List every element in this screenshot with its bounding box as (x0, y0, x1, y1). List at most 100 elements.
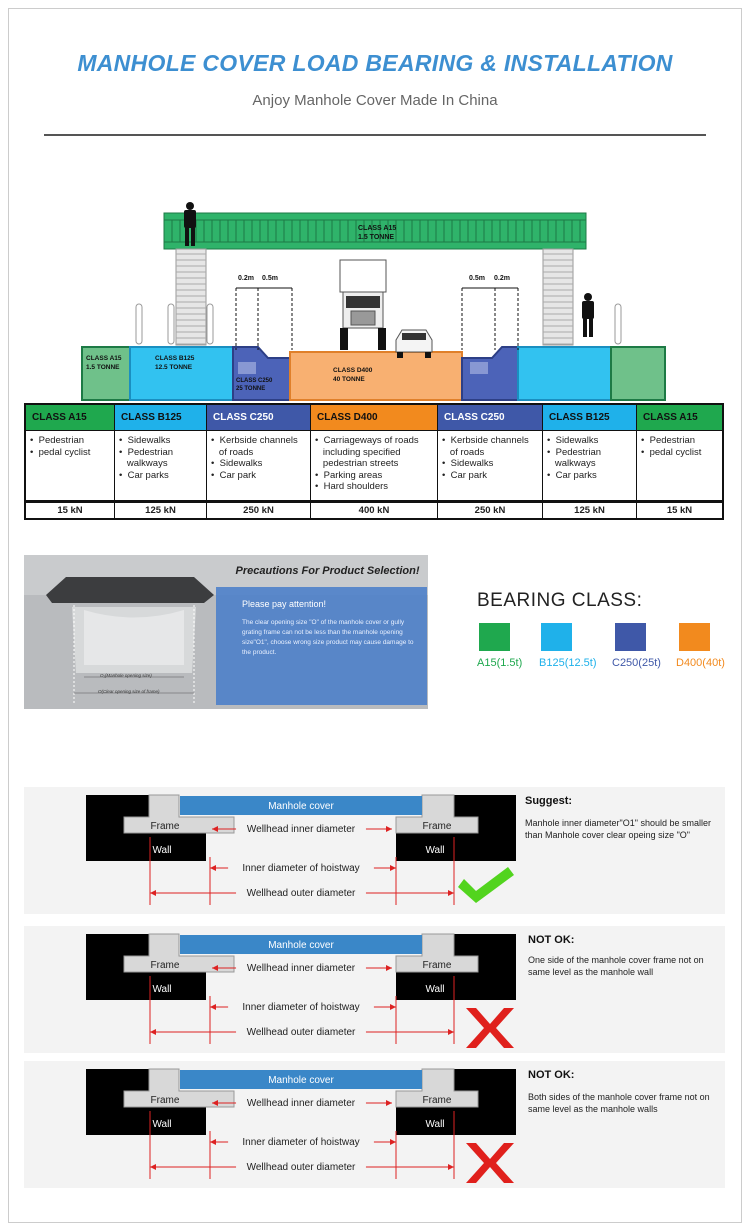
class-header-cell: CLASS A15 (26, 405, 115, 430)
frame-left (123, 933, 235, 973)
page-subtitle: Anjoy Manhole Cover Made In China (252, 92, 498, 109)
frame-left (123, 1068, 235, 1108)
pedestrian-icon-right (582, 293, 594, 337)
usage-item: • Pedestrian (547, 446, 602, 458)
class-header-cell: CLASS C250 (207, 405, 311, 430)
panel-text: Manhole inner diameter"O1" should be sma… (525, 818, 711, 840)
class-header-cell: CLASS A15 (637, 405, 722, 430)
label-a15: A15(1.5t) (477, 657, 523, 669)
zone-label: 40 TONNE (333, 376, 365, 383)
arrow-head-icon (150, 890, 156, 896)
usage-item: • Hard shoulders (315, 481, 389, 492)
usage-item: • pedal cyclist (641, 446, 702, 458)
bridge-sublabel: 1.5 TONNE (358, 234, 394, 241)
dimension-label: Wellhead inner diameter (247, 1098, 356, 1109)
usage-item: • pedal cyclist (30, 446, 91, 458)
frame-left (123, 794, 235, 834)
frame-label: Frame (423, 960, 452, 971)
wall-label: Wall (425, 984, 444, 995)
arrow-head-icon (390, 1004, 396, 1010)
dimension-label: Inner diameter of hoistway (242, 863, 359, 874)
frame-right (395, 1068, 479, 1108)
manhole-cover (180, 1070, 422, 1089)
cross-icon (466, 1143, 514, 1183)
bridge-label: CLASS A15 (358, 225, 396, 232)
zone-b125-right (517, 346, 612, 401)
panel-heading: NOT OK: (528, 934, 575, 946)
usage-item: • Kerbside channels (442, 435, 529, 446)
class-header-cell: CLASS B125 (543, 405, 637, 430)
zone-b125-left (129, 346, 234, 401)
title-divider (44, 134, 706, 136)
usage-item: of roads (211, 446, 254, 458)
arrow-head-icon (212, 826, 218, 832)
right-stair (542, 248, 574, 346)
dimension-label: 0.2m (238, 275, 254, 282)
wall-label: Wall (152, 984, 171, 995)
zone-label: CLASS D400 (333, 367, 373, 374)
arrow-head-icon (386, 1100, 392, 1106)
wall-label: Wall (425, 845, 444, 856)
usage-item: • Sidewalks (211, 458, 263, 469)
wall-right (396, 795, 516, 861)
panel-heading: Suggest: (525, 795, 573, 807)
attention-text: Please pay attention! (242, 599, 327, 609)
class-usage-cell: • Kerbside channels of roads• Sidewalks•… (438, 431, 543, 500)
arrow-head-icon (212, 1100, 218, 1106)
usage-item: pedestrian streets (315, 458, 399, 469)
dimension-label: Wellhead inner diameter (247, 963, 356, 974)
cross-icon (466, 1008, 514, 1048)
frame-label: Frame (151, 1095, 180, 1106)
arrow-head-icon (390, 1139, 396, 1145)
kerb-channel-left (238, 362, 256, 374)
arrow-head-icon (390, 865, 396, 871)
load-cell: 250 kN (207, 503, 311, 518)
wall-left (86, 795, 206, 861)
panel-text: Both sides of the manhole cover frame no… (528, 1092, 710, 1114)
wall-left (86, 1069, 206, 1135)
cover-label: Manhole cover (268, 801, 334, 812)
frame-right (395, 933, 479, 973)
class-usage-cell: • Sidewalks• Pedestrian walkways• Car pa… (115, 431, 207, 500)
class-usage-cell: • Kerbside channels of roads• Sidewalks•… (207, 431, 311, 500)
zone-label: 12.5 TONNE (155, 364, 193, 371)
page-border (8, 8, 742, 1223)
usage-item: • Pedestrian (641, 435, 696, 446)
usage-item: walkways (119, 458, 168, 469)
wall-left (86, 934, 206, 1000)
truck-icon (339, 259, 387, 350)
dimension-label: Wellhead outer diameter (247, 1162, 356, 1173)
zone-label: CLASS C250 (236, 378, 273, 384)
panel-text: One side of the manhole cover frame not … (528, 955, 704, 977)
precautions-body: The clear opening size "O" of the manhol… (242, 619, 414, 656)
left-stair (175, 248, 207, 346)
wall-label: Wall (425, 1119, 444, 1130)
arrow-head-icon (386, 965, 392, 971)
bollard-icon (614, 303, 622, 345)
usage-item: • Carriageways of roads (315, 435, 419, 446)
class-header-cell: CLASS D400 (311, 405, 438, 430)
swatch-a15 (479, 623, 510, 651)
usage-item: including specified (315, 446, 401, 458)
manhole-cover (180, 935, 422, 954)
dimension-label: 0.5m (469, 275, 485, 282)
usage-item: • Car parks (119, 469, 169, 481)
load-cell: 400 kN (311, 503, 438, 518)
usage-item: • Sidewalks (547, 435, 599, 446)
usage-item: • Car park (442, 469, 488, 481)
arrow-head-icon (150, 1164, 156, 1170)
dimension-label: Wellhead inner diameter (247, 824, 356, 835)
dimension-label: 0.5m (262, 275, 278, 282)
load-cell: 250 kN (438, 503, 543, 518)
dimension-label: Inner diameter of hoistway (242, 1002, 359, 1013)
load-cell: 15 kN (26, 503, 115, 518)
arrow-head-icon (210, 865, 216, 871)
arrow-head-icon (212, 965, 218, 971)
zone-label: 25 TONNE (236, 386, 265, 392)
label-b125: B125(12.5t) (539, 657, 597, 669)
car-icon (395, 329, 433, 358)
